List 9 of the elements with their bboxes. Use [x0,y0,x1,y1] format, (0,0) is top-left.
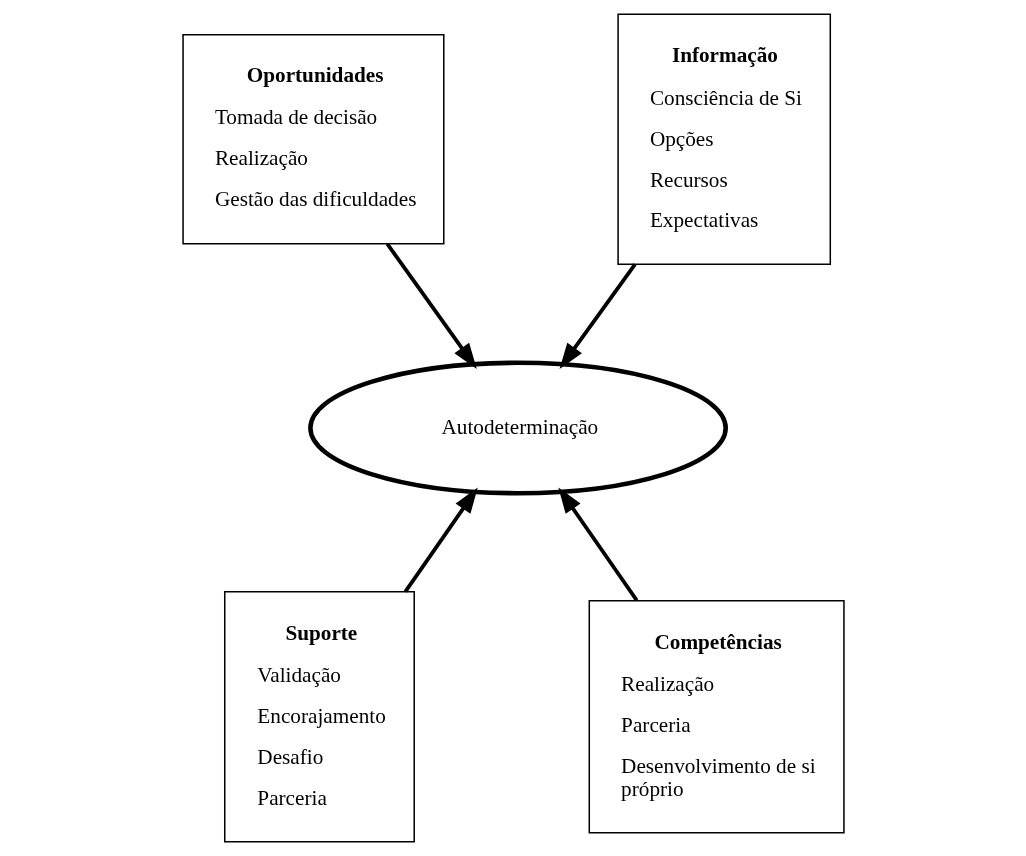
arrow [557,487,638,602]
node-box: Competências Realização Parceria Desenvolvimento de si próprio [588,600,845,834]
node-box: Suporte Validação Encorajamento Desafio Parceria [223,590,415,843]
arrow [385,242,477,369]
arrow [403,487,478,593]
node-box: Informação Consciência de Si Opções Recursos Expectativas [616,13,831,266]
node-box: Oportunidades Tomada de decisão Realização Gestão das dificuldades [181,33,445,245]
node-ellipse: Autodeterminação [307,360,728,496]
arrow [559,263,636,369]
